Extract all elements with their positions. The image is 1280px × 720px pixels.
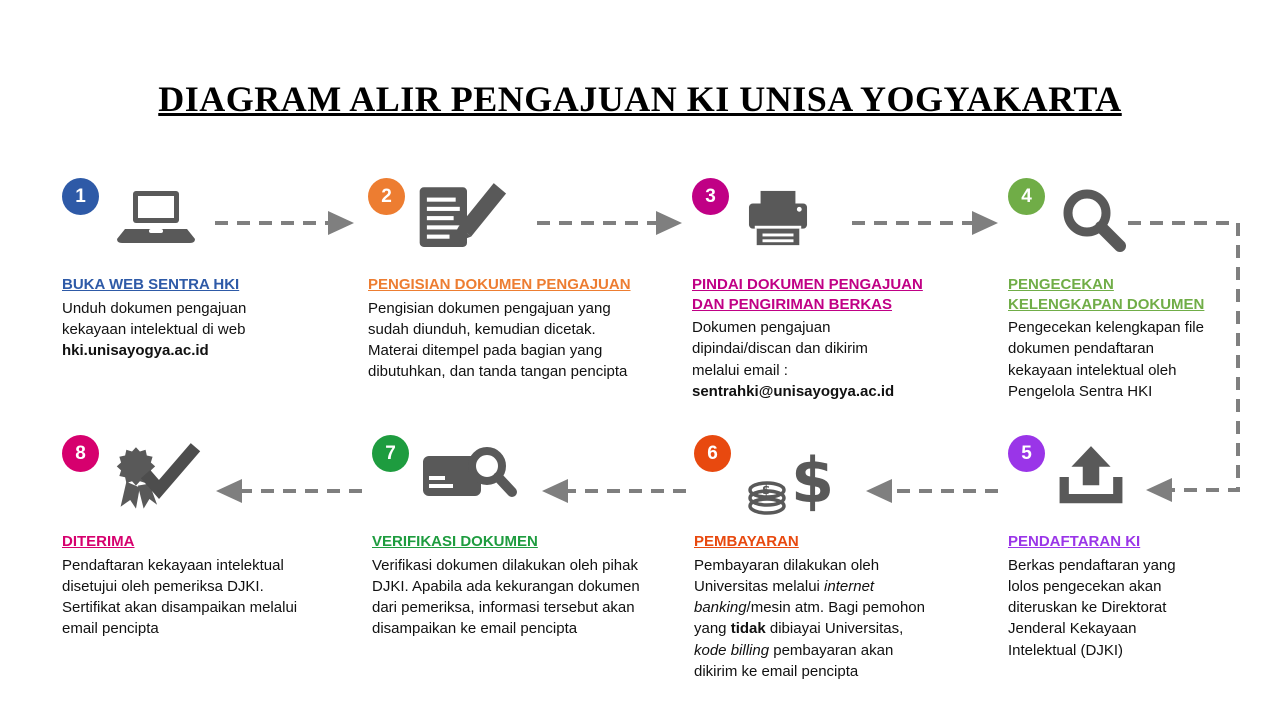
step-number-badge: 1: [62, 178, 99, 215]
step-number-badge: 4: [1008, 178, 1045, 215]
step-6-header: 6 $ $: [694, 432, 942, 524]
body-segment: Verifikasi dokumen dilakukan oleh pihak …: [372, 556, 640, 638]
step-3: 3 PINDAI DOKUMEN PENGAJUAN DAN PENGIRIMA…: [692, 175, 942, 402]
step-description: Pengisian dokumen pengajuan yang sudah d…: [368, 298, 630, 383]
step-title: VERIFIKASI DOKUMEN: [372, 533, 538, 550]
step-7-header: 7: [372, 432, 647, 524]
step-1: 1 BUKA WEB SENTRA HKI Unduh dokumen peng…: [62, 175, 284, 361]
page-title: DIAGRAM ALIR PENGAJUAN KI UNISA YOGYAKAR…: [158, 79, 1122, 119]
step-4-header: 4: [1008, 175, 1216, 267]
step-number-badge: 6: [694, 435, 731, 472]
body-segment: Pembayaran dilakukan oleh Universitas me…: [694, 556, 880, 595]
step-title: DITERIMA: [62, 533, 135, 550]
body-segment: pembayaran akan dikirim ke email pencipt…: [694, 641, 894, 680]
step-4: 4 PENGECEKAN KELENGKAPAN DOKUMEN Pengece…: [1008, 175, 1216, 402]
step-3-header: 3: [692, 175, 942, 267]
printer-icon: [741, 189, 815, 249]
upload-icon: [1057, 444, 1125, 508]
body-segment: Pendaftaran kekayaan intelektual disetuj…: [62, 556, 298, 638]
step-number-badge: 5: [1008, 435, 1045, 472]
svg-text:$: $: [791, 448, 834, 516]
step-title: PEMBAYARAN: [694, 533, 799, 550]
step-title: PENDAFTARAN KI: [1008, 533, 1141, 550]
body-segment: Berkas pendaftaran yang lolos pengecekan…: [1008, 556, 1176, 659]
money-icon: $ $: [743, 444, 835, 517]
step-number-badge: 3: [692, 178, 729, 215]
body-segment: sentrahki@unisayogya.ac.id: [692, 382, 895, 400]
step-2: 2 PENGISIAN DOKUMEN PENGAJUAN Pengisian …: [368, 175, 636, 383]
body-segment: tidak: [730, 620, 766, 638]
search-icon: [1057, 185, 1131, 259]
step-number-badge: 2: [368, 178, 405, 215]
step-description: Pendaftaran kekayaan intelektual disetuj…: [62, 555, 314, 640]
step-description: Pembayaran dilakukan oleh Universitas me…: [694, 555, 936, 683]
step-title: PENGECEKAN KELENGKAPAN DOKUMEN: [1008, 276, 1205, 313]
body-segment: internet banking: [694, 577, 875, 617]
body-segment: dibiayai Universitas,: [765, 620, 904, 638]
step-5: 5 PENDAFTARAN KI Berkas pendaftaran yang…: [1008, 432, 1243, 661]
step-number-badge: 7: [372, 435, 409, 472]
body-segment: Pengecekan kelengkapan file dokumen pend…: [1008, 319, 1204, 400]
body-segment: Unduh dokumen pengajuan kekayaan intelek…: [62, 299, 247, 338]
body-segment: Dokumen pengajuan dipindai/discan dan di…: [692, 319, 868, 379]
step-description: Unduh dokumen pengajuan kekayaan intelek…: [62, 298, 274, 362]
step-description: Pengecekan kelengkapan file dokumen pend…: [1008, 317, 1213, 402]
step-number-badge: 8: [62, 435, 99, 472]
step-title: PINDAI DOKUMEN PENGAJUAN DAN PENGIRIMAN …: [692, 276, 923, 313]
step-7: 7 VERIFIKASI DOKUMEN Verifikasi dokumen …: [372, 432, 647, 640]
document-pen-icon: [417, 177, 517, 249]
step-title: PENGISIAN DOKUMEN PENGAJUAN: [368, 276, 631, 293]
step-8-header: 8: [62, 432, 320, 524]
laptop-icon: [111, 189, 199, 249]
step-6: 6 $ $ PEMBAYARAN Pembayaran dilakukan ol…: [694, 432, 942, 682]
step-description: Verifikasi dokumen dilakukan oleh pihak …: [372, 555, 644, 640]
body-segment: /mesin atm. Bagi pemohon yang: [694, 599, 925, 638]
step-5-header: 5: [1008, 432, 1243, 524]
award-check-icon: [111, 438, 207, 514]
body-segment: hki.unisayogya.ac.id: [62, 342, 209, 360]
card-search-icon: [421, 442, 517, 506]
body-segment: Pengisian dokumen pengajuan yang sudah d…: [368, 299, 628, 381]
step-description: Berkas pendaftaran yang lolos pengecekan…: [1008, 555, 1200, 661]
step-8: 8 DITERIMA Pendaftaran kekayaan intelekt…: [62, 432, 320, 640]
body-segment: kode billing: [694, 641, 770, 659]
svg-text:$: $: [762, 483, 770, 497]
step-2-header: 2: [368, 175, 636, 267]
step-description: Dokumen pengajuan dipindai/discan dan di…: [692, 317, 900, 402]
step-title: BUKA WEB SENTRA HKI: [62, 276, 240, 293]
step-1-header: 1: [62, 175, 284, 267]
